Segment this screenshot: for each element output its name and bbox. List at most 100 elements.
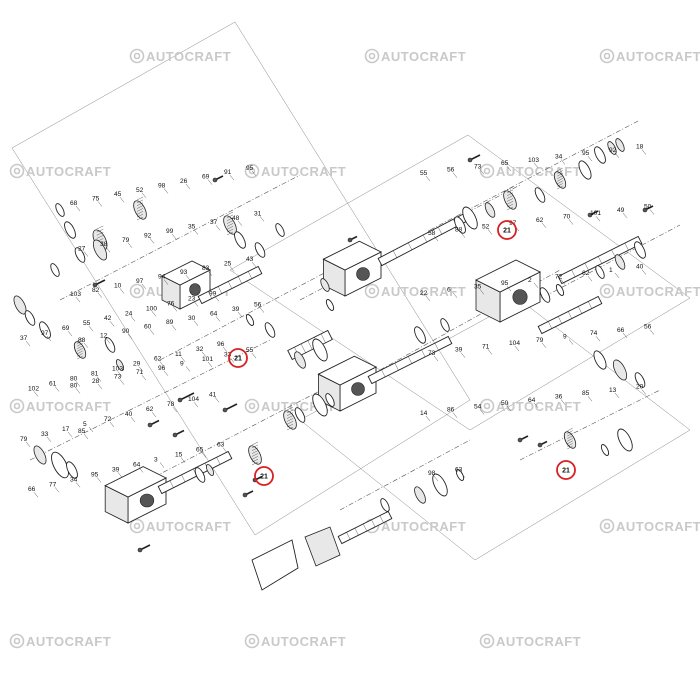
callout-label: 34 <box>70 476 78 483</box>
gear-tooth <box>567 430 573 434</box>
callout-label: 101 <box>202 356 213 363</box>
callout-leader <box>479 169 485 175</box>
washer <box>320 278 330 292</box>
gear-tooth <box>567 427 573 432</box>
gear-tooth <box>226 231 234 236</box>
watermark: AUTOCRAFT <box>599 48 700 64</box>
gear-tooth <box>77 342 83 347</box>
callout-label: 95 <box>582 150 590 157</box>
callout-label: 52 <box>136 187 144 194</box>
callout-leader <box>117 371 123 377</box>
watermark-text: AUTOCRAFT <box>26 634 111 649</box>
housing-top <box>322 240 383 271</box>
callout-leader <box>460 232 466 238</box>
watermark-logo <box>13 637 21 645</box>
callout-leader <box>222 346 228 352</box>
shaft-spline <box>578 306 582 314</box>
shaft-spline <box>363 523 367 532</box>
housing-top <box>160 260 212 286</box>
bolt <box>179 392 195 401</box>
callout-label: 92 <box>144 232 152 239</box>
bolt-head <box>172 432 178 438</box>
callout-label: 13 <box>609 387 617 394</box>
highlight-circle <box>556 460 576 480</box>
callout-leader <box>425 175 431 182</box>
watermark-logo <box>248 637 256 645</box>
shaft-spline <box>568 311 572 319</box>
callout-label: 73 <box>474 163 482 170</box>
callout-leader <box>433 235 439 242</box>
callout-leader <box>67 431 73 438</box>
bolt-head <box>467 157 473 163</box>
washer <box>484 202 496 218</box>
callout-label: 75 <box>92 196 100 203</box>
shaft-spline <box>354 527 359 536</box>
callout-label: 18 <box>636 144 644 151</box>
housing-top <box>317 355 378 386</box>
gear-tooth <box>251 461 259 466</box>
washer <box>594 146 606 164</box>
gear-tooth <box>251 441 259 446</box>
washer <box>245 314 255 326</box>
shaft-spline <box>392 250 398 258</box>
highlight-label: 21 <box>260 474 268 481</box>
watermark: AUTOCRAFT <box>9 163 111 179</box>
callout-leader <box>425 415 431 422</box>
gear-tooth <box>136 208 144 212</box>
callout-leader <box>506 165 512 172</box>
callout-label: 17 <box>62 426 70 433</box>
callout-leader <box>193 229 199 235</box>
callout-label: 83 <box>202 265 210 272</box>
gear-tooth <box>226 228 234 233</box>
callout-leader <box>97 383 103 390</box>
callout-leader <box>587 276 593 282</box>
callout-leader <box>259 307 265 313</box>
callout-leader <box>215 225 221 231</box>
watermark-text: AUTOCRAFT <box>496 399 581 414</box>
watermark-logo <box>483 402 491 410</box>
gearbox-housing <box>160 260 212 310</box>
callout-leader <box>25 441 31 447</box>
watermark: AUTOCRAFT <box>364 48 466 64</box>
callout-leader <box>159 361 165 367</box>
callout-leader <box>172 407 178 413</box>
watermark: AUTOCRAFT <box>599 518 700 534</box>
washer <box>294 351 306 369</box>
callout-leader <box>214 296 220 302</box>
callout-leader <box>541 222 547 228</box>
washer <box>39 321 51 339</box>
shaft-spline <box>169 480 174 488</box>
gear-tooth <box>567 432 573 437</box>
washer <box>600 444 610 456</box>
callout-leader <box>119 288 125 294</box>
callout-label: 96 <box>158 365 166 372</box>
watermark-logo <box>364 283 380 299</box>
callout-leader <box>105 338 111 344</box>
shaft-spline <box>407 242 413 250</box>
callout-leader <box>425 295 431 302</box>
watermark-logo <box>479 163 495 179</box>
gear-tooth <box>286 426 294 431</box>
gear-tooth <box>136 196 144 201</box>
callout-label: 91 <box>224 169 232 176</box>
callout-label: 99 <box>166 228 174 235</box>
callout-label: 71 <box>482 343 490 350</box>
callout-label: 103 <box>70 291 81 298</box>
shaft-spline <box>379 515 384 523</box>
shaft-spline <box>218 286 222 294</box>
callout-label: 63 <box>217 442 225 449</box>
watermark-logo <box>244 163 260 179</box>
shaft-spline <box>624 242 629 251</box>
callout-label: 58 <box>428 230 436 237</box>
gearbox-housing <box>322 240 383 297</box>
gear-tooth <box>286 406 294 411</box>
shaft-spline <box>208 291 212 299</box>
callout-label: 62 <box>582 270 590 277</box>
callout-leader <box>75 381 81 387</box>
center-axis <box>519 389 661 461</box>
callout-label: 81 <box>91 371 99 378</box>
gearbox-housing <box>317 355 378 412</box>
callout-label: 79 <box>20 436 28 443</box>
gear-tooth <box>506 195 514 199</box>
